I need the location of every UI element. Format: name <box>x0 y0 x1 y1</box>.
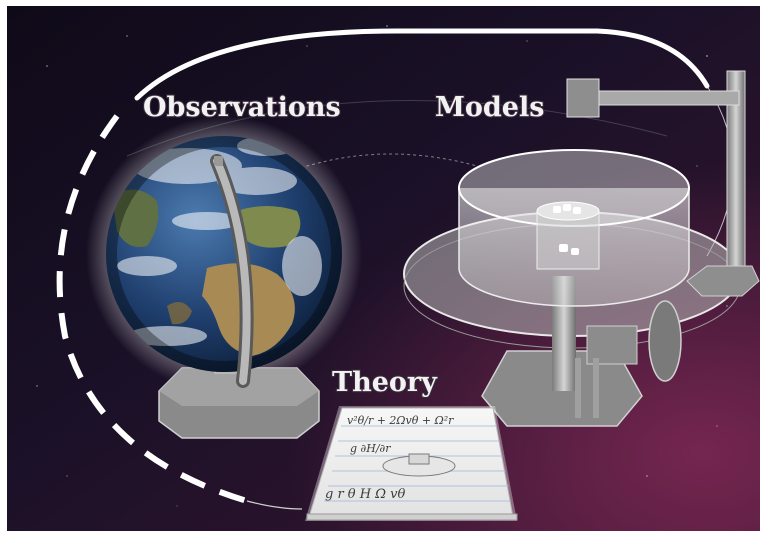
rotating-tank-apparatus-icon <box>403 70 760 427</box>
camera-arm <box>598 90 740 106</box>
continent-europe <box>237 206 301 248</box>
ice-cubes <box>553 204 581 255</box>
notepad-binding <box>306 513 518 521</box>
inner-cup <box>536 210 600 270</box>
equation-line-1: v²θ/r + 2Ωvθ + Ω²r <box>347 414 454 427</box>
cycle-arrow-dashed <box>56 114 248 504</box>
camera-body <box>566 78 600 118</box>
label-models: Models <box>435 92 544 123</box>
notepad-icon: v²θ/r + 2Ωvθ + Ω²r g ∂H/∂r g r θ H Ω vθ <box>305 406 518 521</box>
label-theory: Theory <box>332 367 438 398</box>
earth-globe-icon <box>86 116 362 439</box>
continent-america <box>112 189 159 247</box>
cycle-arrow-solid <box>134 28 710 101</box>
equation-line-2: g ∂H/∂r <box>350 442 391 455</box>
notepad-symbols: g r θ H Ω vθ <box>325 487 405 502</box>
drive-wheel <box>648 300 682 382</box>
cycle-arrow-thin-tail <box>246 500 303 510</box>
diagram-canvas: Observations Models <box>7 6 760 531</box>
